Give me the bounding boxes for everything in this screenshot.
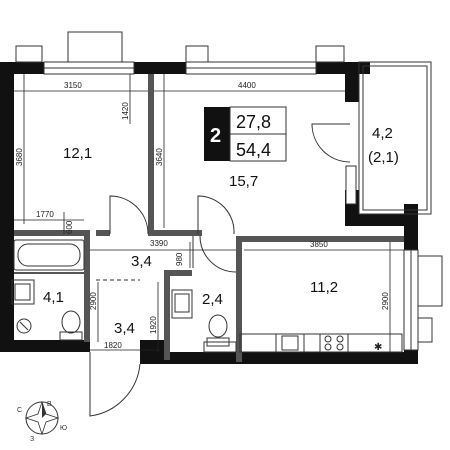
compass-south: Ю [60, 425, 67, 432]
sink-icon [281, 335, 299, 351]
bathtub-icon [13, 239, 85, 271]
apartment-badge: 2 27,8 54,4 [204, 106, 287, 162]
dim-kitchen-height: 2900 [381, 292, 390, 310]
dim-lower-hall-height: 1920 [149, 316, 158, 334]
compass-west: З [30, 436, 34, 443]
total-area: 54,4 [236, 140, 271, 160]
balcony-area: 4,2 [372, 125, 393, 142]
counter-icon [203, 341, 237, 353]
dimension-lines [14, 74, 404, 352]
rooms-badge [204, 107, 230, 161]
dim-hall-depth: 980 [175, 252, 184, 266]
dim-left-height: 3680 [15, 148, 24, 166]
dim-hall-width: 3390 [150, 239, 168, 248]
windows [15, 31, 443, 351]
toilet-icon [206, 314, 230, 347]
rooms-count: 2 [210, 125, 221, 147]
kitchen-area: 11,2 [310, 279, 338, 296]
dim-left-niche-depth: 600 [65, 220, 74, 234]
room-center-area: 15,7 [229, 173, 258, 190]
dim-left-width: 3150 [64, 81, 82, 90]
partitions [14, 74, 404, 362]
sink-icon [171, 289, 193, 319]
doors [89, 123, 357, 417]
dim-center-height: 3640 [155, 148, 164, 166]
dim-left-window-offset: 1420 [121, 102, 130, 120]
toilet-icon [59, 310, 83, 341]
stove-icon [319, 333, 349, 353]
room-left-area: 12,1 [63, 145, 92, 162]
bathroom-area: 4,1 [43, 289, 64, 306]
balcony-outline [358, 61, 432, 215]
fridge-icon: ✱ [374, 342, 382, 353]
toilet-area: 2,4 [202, 291, 223, 308]
compass-icon: С В Ю З [17, 400, 67, 443]
hall-upper-area: 3,4 [131, 253, 152, 270]
balcony-reduced-area: (2,1) [368, 149, 399, 166]
dim-bath-height: 2900 [89, 292, 98, 310]
fixtures: ✱ [11, 239, 403, 353]
compass-north: С [17, 407, 22, 414]
compass-east: В [47, 401, 52, 408]
washing-machine-icon [16, 318, 32, 334]
dim-left-niche-width: 1770 [36, 210, 54, 219]
dim-center-width: 4400 [238, 81, 256, 90]
sink-icon [11, 279, 35, 305]
living-area: 27,8 [236, 112, 271, 132]
dim-kitchen-width: 3850 [310, 240, 328, 249]
hall-lower-area: 3,4 [114, 320, 135, 337]
dim-lower-hall-width: 1820 [104, 341, 122, 350]
